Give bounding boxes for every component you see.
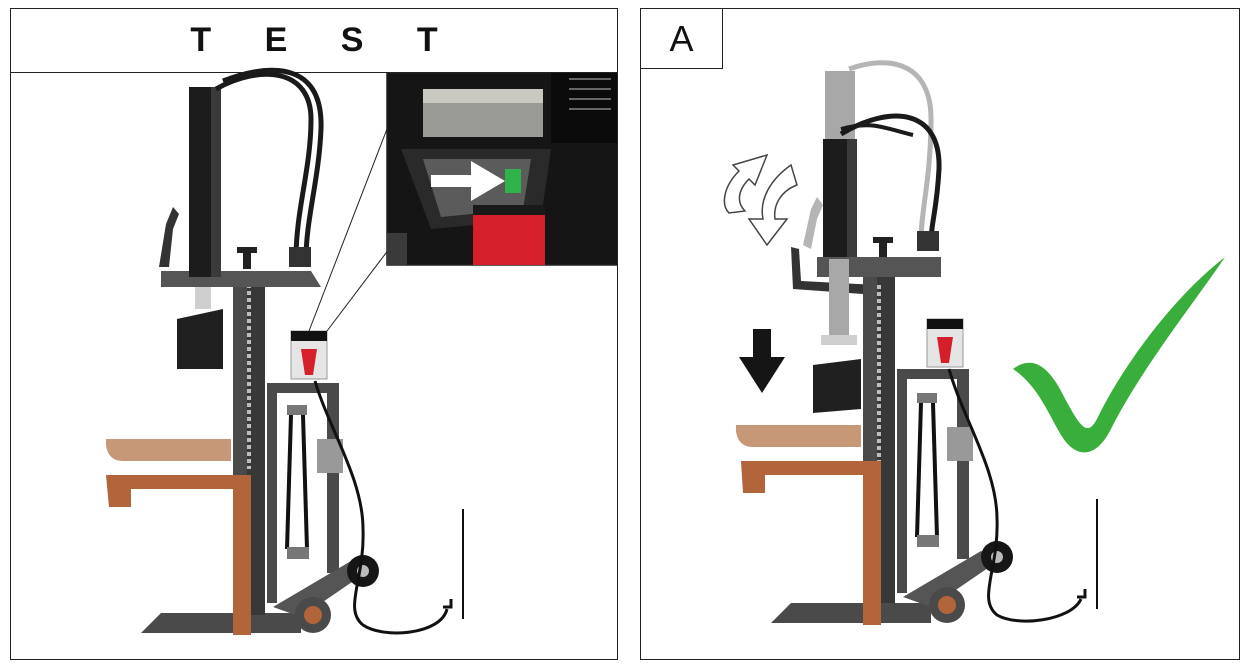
motor-frame: [327, 383, 339, 573]
inset-zoom-switch: [386, 72, 617, 266]
power-plug-icon: [1077, 589, 1087, 599]
red-switch: [301, 349, 317, 375]
top-crossbar: [161, 271, 321, 287]
power-plug-icon: [443, 599, 453, 609]
piston-rod-extended: [829, 259, 849, 343]
base-plate: [141, 613, 301, 633]
lever-handle: [159, 207, 179, 267]
hose-2: [222, 67, 324, 260]
curved-arrow-icon-b: [723, 153, 769, 214]
wood-table-lower: [106, 475, 249, 507]
result-panel-a: A: [640, 8, 1240, 660]
test-panel: T E S T: [10, 8, 618, 660]
wood-table-upper: [106, 439, 231, 461]
white-arrow-icon: [431, 161, 505, 201]
panel-label-a: A: [641, 9, 723, 69]
column-side: [247, 277, 265, 615]
splitting-wedge-lowered: [813, 359, 861, 413]
piston-rod: [195, 287, 211, 309]
wood-leg: [233, 475, 251, 635]
log-splitter-diagram-result: [723, 60, 1225, 625]
hose-1: [214, 71, 314, 260]
lever-ghost: [803, 197, 823, 249]
hose-fitting: [289, 247, 311, 267]
cylinder-highlight: [211, 87, 221, 277]
checkmark-icon: [1013, 257, 1225, 453]
red-switch: [937, 337, 953, 363]
curved-arrow-icon: [747, 163, 798, 247]
test-title: T E S T: [11, 9, 617, 73]
log-splitter-diagram-test: [106, 67, 617, 635]
splitting-wedge: [177, 309, 223, 369]
down-arrow-icon: [739, 329, 785, 393]
power-cable: [313, 380, 449, 635]
lever-handle-lowered: [791, 247, 877, 295]
